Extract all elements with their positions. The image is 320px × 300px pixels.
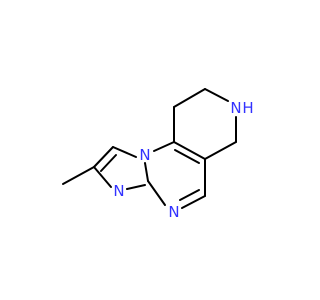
bond-bridgehead-n-to-c9a <box>153 141 175 152</box>
bond-ch-to-n-pyrimidine-double <box>179 189 206 209</box>
molecule-structure-diagram: N N N N H <box>62 88 254 221</box>
atom-label-n-piperidine: N <box>230 99 241 117</box>
bond-cme-to-n-imidazole <box>93 166 112 188</box>
bond-c-fused-to-bridgehead-n <box>144 162 149 182</box>
atom-label-n-pyrimidine: N <box>168 203 179 221</box>
atom-label-h-piperidine: H <box>242 99 253 117</box>
bond-ch2-top-to-ch2-right <box>173 88 206 108</box>
atom-label-n-imidazole: N <box>113 182 124 200</box>
bond-ch2-to-c5a <box>204 141 237 160</box>
bond-n-pyrimidine-to-c-fused <box>147 180 166 206</box>
bond-imidazole-ch-to-cme-double <box>93 146 117 172</box>
bond-imidazole-n-to-ch <box>112 146 137 158</box>
atom-label-n-bridgehead: N <box>139 146 150 164</box>
bond-c9a-to-c5a-double <box>173 141 206 164</box>
bond-ch2-right-to-nh <box>204 88 229 102</box>
bond-n-imidazole-to-c-fused <box>126 184 146 190</box>
bond-methyl <box>62 166 95 185</box>
